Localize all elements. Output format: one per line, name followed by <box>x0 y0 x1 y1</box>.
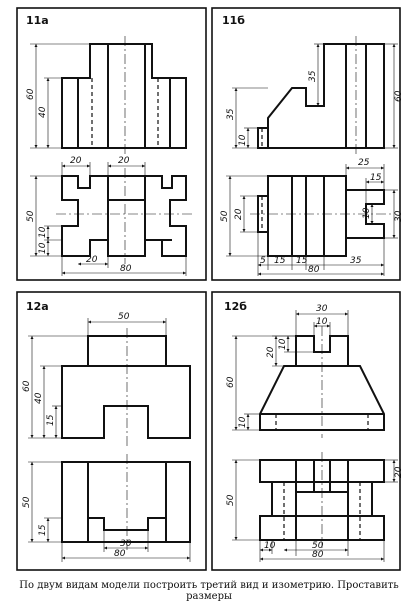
dim-80: 80 <box>120 264 132 274</box>
dim-10: 10 <box>278 338 288 350</box>
front-dimensions: 60 40 <box>26 43 90 149</box>
panel-frame <box>211 291 401 571</box>
dim-15: 15 <box>46 414 56 426</box>
dim-35: 35 <box>226 108 236 120</box>
panel-label: 11а <box>26 14 49 27</box>
dim-20: 20 <box>234 208 244 220</box>
panel-11b: 11б 35 35 10 60 <box>211 7 404 281</box>
panel-frame <box>211 7 401 281</box>
dim-5: 5 <box>260 256 266 266</box>
panel-frame <box>16 7 207 281</box>
dim-80: 80 <box>114 549 126 559</box>
dim-60: 60 <box>226 376 236 388</box>
top-view <box>56 168 194 264</box>
dim-15: 15 <box>38 524 48 536</box>
dim-60: 60 <box>22 380 32 392</box>
dim-10: 10 <box>316 317 328 327</box>
dim-40: 40 <box>34 392 44 404</box>
front-view <box>61 328 191 446</box>
dim-50: 50 <box>226 494 236 506</box>
dim-30: 30 <box>394 210 404 222</box>
panel-label: 12а <box>26 300 49 313</box>
front-view <box>257 36 385 156</box>
dim-50: 50 <box>118 312 130 322</box>
top-view <box>250 175 394 257</box>
dim-30: 30 <box>316 304 328 314</box>
task-caption: По двум видам модели построить третий ви… <box>19 580 399 602</box>
dim-30: 30 <box>120 539 132 549</box>
dim-80: 80 <box>308 265 320 275</box>
dim-10: 10 <box>238 134 248 146</box>
dim-50: 50 <box>220 210 230 222</box>
top-dimensions: 50 15 30 80 <box>22 461 191 562</box>
top-dimensions: 50 20 10 50 80 <box>226 459 404 562</box>
dim-60: 60 <box>394 90 404 102</box>
dim-60: 60 <box>26 88 36 100</box>
panel-12b: 12б 30 10 20 10 <box>211 291 404 571</box>
panel-12a: 12а 50 60 40 15 <box>16 291 207 571</box>
dim-10: 10 <box>38 242 48 254</box>
front-view <box>61 36 187 156</box>
dim-40: 40 <box>38 106 48 118</box>
front-dimensions: 30 10 20 10 60 10 <box>226 304 349 431</box>
dim-20: 20 <box>118 156 130 166</box>
front-view <box>259 326 385 438</box>
panel-frame <box>16 291 207 571</box>
panel-label: 12б <box>224 300 247 313</box>
dim-10: 10 <box>264 541 276 551</box>
top-view <box>259 452 385 548</box>
top-dimensions: 20 20 50 10 10 20 80 <box>26 156 187 276</box>
panel-label: 11б <box>222 14 245 27</box>
dim-10: 10 <box>238 416 248 428</box>
dim-35: 35 <box>308 70 318 82</box>
dim-80: 80 <box>312 550 324 560</box>
dim-20: 20 <box>394 466 404 478</box>
dim-10: 10 <box>38 226 48 238</box>
dim-20: 20 <box>70 156 82 166</box>
front-dimensions: 50 60 40 15 <box>22 312 167 439</box>
dim-20: 20 <box>86 255 98 265</box>
dim-50: 50 <box>26 210 36 222</box>
dim-15: 15 <box>370 173 382 183</box>
dim-15: 15 <box>296 256 308 266</box>
dim-50: 50 <box>22 496 32 508</box>
front-dimensions: 35 35 10 60 <box>226 43 404 149</box>
dim-20: 20 <box>266 346 276 358</box>
dim-10: 10 <box>362 207 372 219</box>
dim-50: 50 <box>312 541 324 551</box>
dim-15: 15 <box>274 256 286 266</box>
panel-11a: 11а 60 40 <box>16 7 207 281</box>
dim-25: 25 <box>358 158 370 168</box>
top-view <box>61 454 191 550</box>
dim-35: 35 <box>350 256 362 266</box>
top-dimensions: 25 15 50 20 10 30 <box>220 158 404 276</box>
